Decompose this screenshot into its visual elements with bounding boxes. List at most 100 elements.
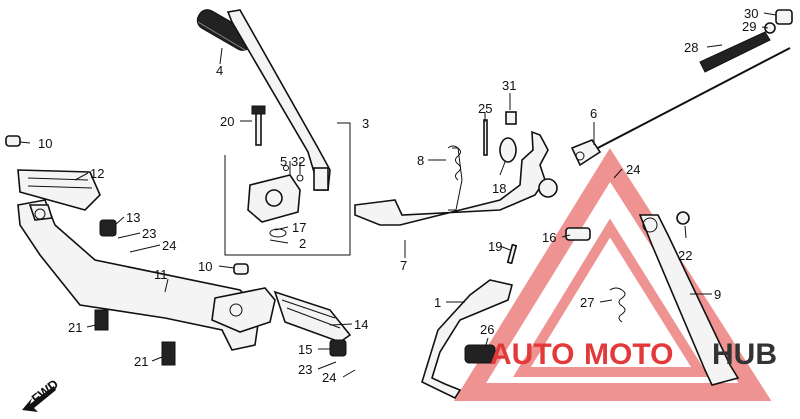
watermark-inner-triangle [513, 218, 710, 377]
brake-pivot [538, 178, 558, 198]
callout-7: 7 [400, 258, 407, 273]
leader-23a [117, 232, 141, 239]
grip-rib [197, 21, 246, 51]
watermark-word-moto: MOTO [584, 338, 673, 371]
callout-1: 1 [434, 295, 441, 310]
leader-19 [499, 245, 511, 251]
leader-18 [499, 161, 506, 176]
callout-labels: 1 2 3 4 5 6 7 8 9 10 10 11 12 13 14 15 1… [38, 6, 758, 385]
callout-24-right: 24 [626, 162, 640, 177]
leader-26 [484, 337, 489, 349]
kick-ball [296, 174, 304, 182]
leader-12 [74, 172, 89, 181]
callout-11: 11 [154, 267, 168, 282]
brake-pin [483, 119, 488, 156]
side-stand-assembly [565, 211, 740, 386]
brake-pedal-assembly [354, 111, 558, 265]
step-bar [17, 199, 261, 351]
leader-10b [218, 265, 235, 269]
leader-28 [706, 44, 723, 48]
side-stand-nut [676, 211, 690, 225]
leader-21b [151, 356, 163, 362]
leader-24b [342, 369, 356, 378]
leader-16 [561, 234, 571, 238]
mount-hole [34, 208, 46, 220]
callout-23-right: 23 [298, 362, 312, 377]
bolt-21-bottom [161, 341, 176, 366]
side-stand-spring [609, 287, 626, 323]
leader-11 [164, 278, 169, 293]
footpeg-left-ribs [27, 177, 93, 189]
leader-21a [86, 324, 97, 328]
brake-spring [448, 147, 463, 211]
fwd-indicator: FWD [22, 376, 61, 412]
leader-10a [19, 141, 31, 144]
callout-27: 27 [580, 295, 594, 310]
callout-21-bottom: 21 [134, 354, 148, 369]
callout-5: 5 [280, 154, 287, 169]
leader-30 [763, 12, 777, 16]
bolt-10-left [5, 135, 21, 147]
leader-29 [761, 26, 769, 29]
callout-16: 16 [542, 230, 556, 245]
leader-13 [114, 216, 125, 226]
brake-rod [589, 47, 791, 153]
kick-pinch-bolt [255, 109, 262, 146]
callout-24-bottom: 24 [322, 370, 336, 385]
leader-24a [129, 244, 161, 253]
step-bar-assembly [5, 135, 352, 366]
callout-18: 18 [492, 181, 506, 196]
brake-rod-joint [570, 139, 602, 167]
change-pedal-bolt [464, 344, 496, 364]
kick-arm-end [313, 167, 329, 191]
leader-23b [317, 361, 337, 370]
callout-32: 32 [291, 154, 305, 169]
spring-coil [447, 145, 461, 181]
footpeg-spring-13 [99, 219, 117, 237]
bolt-21-left [94, 309, 109, 331]
leader-lines [19, 12, 777, 378]
mount-hole-right [229, 303, 243, 317]
leader-27 [599, 299, 613, 303]
footpeg-spring-15 [329, 339, 347, 357]
brake-pivot-bushing [499, 137, 517, 163]
callout-10-left: 10 [38, 136, 52, 151]
kick-starter-assembly [196, 9, 351, 256]
callout-10-right: 10 [198, 259, 212, 274]
callout-15: 15 [298, 342, 312, 357]
callout-30: 30 [744, 6, 758, 21]
kick-circlip [269, 228, 287, 238]
kick-arm [226, 9, 331, 191]
fwd-label: FWD [29, 376, 62, 406]
fwd-arrow-icon [22, 386, 56, 412]
change-pedal [421, 279, 513, 400]
brake-bolt [505, 111, 517, 125]
side-stand-bolt [565, 227, 591, 241]
callout-8: 8 [417, 153, 424, 168]
callout-21-left: 21 [68, 320, 82, 335]
callout-22: 22 [678, 248, 692, 263]
cotter-pin [506, 243, 518, 265]
callout-23-left: 23 [142, 226, 156, 241]
leader-14 [329, 323, 353, 326]
leader-2 [269, 239, 289, 244]
brake-rod-assembly [570, 9, 793, 167]
callout-12: 12 [90, 166, 104, 181]
callout-31: 31 [502, 78, 516, 93]
leader-22 [684, 225, 687, 239]
callout-17: 17 [292, 220, 306, 235]
watermark-word-hub: HUB [712, 338, 777, 371]
leader-17 [274, 226, 289, 231]
callout-26: 26 [480, 322, 494, 337]
watermark-word-auto: AUTO [490, 338, 574, 371]
brake-rod-spring [699, 31, 771, 73]
kick-boss-hole [265, 189, 283, 207]
leader-4 [219, 47, 223, 65]
step-bar-mount-right [211, 287, 276, 333]
kick-bolt-head [251, 105, 266, 115]
leader-24c [613, 168, 623, 179]
callout-19: 19 [488, 239, 502, 254]
callout-3: 3 [362, 116, 369, 131]
change-pedal-assembly [421, 279, 513, 400]
